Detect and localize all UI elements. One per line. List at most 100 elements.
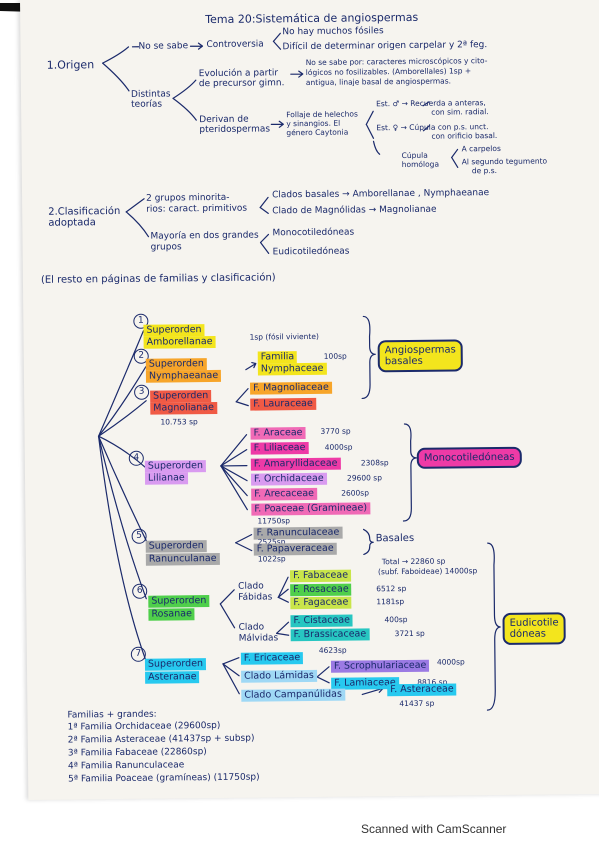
orchidaceae-species: 29600 sp	[346, 473, 382, 483]
grupos-minoritarios-1: 2 grupos minorita-	[146, 192, 230, 204]
basales-label: Basales	[375, 532, 415, 545]
superorden-asteranae-2: Asteranae	[145, 671, 200, 684]
brassicaceae-species: 3721 sp	[394, 628, 425, 639]
family-magnoliaceae: F. Magnoliaceae	[250, 381, 332, 395]
reason-fossils: No hay muchos fósiles	[282, 26, 384, 38]
number-5: 5	[131, 528, 147, 544]
controversia: Controversia	[206, 39, 264, 51]
follaje-3: género Caytonia	[286, 127, 349, 138]
evolucion-2: de precursor gimn.	[198, 78, 285, 90]
tegumento-2: de p.s.	[471, 166, 498, 176]
family-amaryllidaceae: F. Amaryllidaceae	[250, 457, 341, 471]
monocotiledoneas-text: Monocotiledóneas	[272, 227, 355, 239]
monocotiledoneas-box: Monocotiledóneas	[416, 446, 522, 469]
number-3: 3	[134, 384, 150, 400]
rosaceae-species: 6512 sp	[376, 583, 407, 594]
superorden-ranunculanae-2: Ranunculanae	[145, 552, 220, 566]
clado-lamidas: Clado Lámidas	[241, 669, 317, 683]
family-asteraceae: F. Asteraceae	[387, 683, 457, 697]
family-rosaceae: F. Rosaceae	[290, 583, 352, 597]
ericaceae-species: 4623sp	[318, 645, 347, 655]
clado-campanulidas: Clado Campanúlidas	[241, 688, 345, 702]
mayoria-1: Mayoría en dos grandes	[150, 230, 259, 242]
clado-fabidas-2: Fábidas	[238, 592, 273, 603]
nosabe-2: lógicos no fosilizables. (Amborellales) …	[305, 66, 472, 78]
liliaceae-species: 4000sp	[324, 442, 353, 452]
cupula-1: Cúpula	[401, 150, 428, 161]
cistaceae-species: 400sp	[384, 614, 408, 625]
familia-line-5: 5ª Familia Poaceae (gramíneas) (11750sp)	[68, 772, 260, 785]
familia-line-3: 3ª Familia Fabaceae (22860sp)	[67, 747, 207, 759]
asteraceae-species: 41437 sp	[399, 698, 435, 709]
amaryllidaceae-species: 2308sp	[360, 458, 389, 468]
clasificacion-label-2: adoptada	[48, 217, 96, 229]
est-male-2: con sim. radial.	[431, 107, 489, 117]
superorden-ranunculanae-1: Superorden	[145, 540, 207, 553]
follaje-1: Follaje de helechos	[286, 109, 358, 120]
notebook-page: Tema 20:Sistemática de angiospermas 1.Or…	[20, 0, 599, 800]
eudicotiledoneas-box: Eudicotile dóneas	[502, 612, 566, 645]
araceae-species: 3770 sp	[320, 426, 351, 436]
superorden-magnolianae-2: Magnolianae	[150, 401, 218, 415]
distintas-teorias-2: teorías	[131, 99, 163, 110]
carpelos: A carpelos	[461, 143, 501, 154]
angiospermas-basales-2: basales	[384, 355, 423, 368]
poaceae-species: 11750sp	[257, 516, 291, 526]
familias-heading: Familias + grandes:	[67, 709, 157, 721]
eudicotiledoneas-text: Eudicotiledóneas	[272, 246, 350, 258]
superorden-nymphaeanae-2: Nymphaeanae	[145, 369, 222, 383]
mayoria-2: grupos	[150, 242, 182, 253]
superorden-rosanae-2: Rosanae	[148, 608, 195, 621]
page-title: Tema 20:Sistemática de angiospermas	[205, 10, 419, 27]
nymph-familia-1: Familia	[257, 351, 298, 364]
angiospermas-basales-1: Angiospermas	[384, 344, 456, 357]
superorden-nymphaeanae-1: Superorden	[145, 358, 207, 371]
family-arecaceae: F. Arecaceae	[251, 487, 318, 501]
diagram-lines	[97, 32, 501, 711]
family-liliaceae: F. Liliaceae	[250, 442, 309, 455]
family-cistaceae: F. Cistaceae	[290, 614, 354, 628]
number-7: 7	[130, 646, 146, 662]
scanner-watermark: Scanned with CamScanner	[361, 822, 507, 836]
superorden-magnolianae-1: Superorden	[150, 390, 212, 403]
superorden-amborellanae-1: Superorden	[143, 324, 205, 337]
grupos-minoritarios-2: rios: caract. primitivos	[146, 203, 248, 215]
origin-label: 1.Origen	[46, 58, 95, 72]
cupula-2: homóloga	[401, 159, 440, 170]
nymph-species: 100sp	[323, 351, 347, 361]
derivan-2: pteridospermas	[199, 124, 271, 136]
superorden-amborellanae-2: Amborellanae	[143, 335, 216, 349]
eudicotiledoneas-box-2: dóneas	[509, 628, 547, 640]
eudicotiledoneas-box-1: Eudicotile	[509, 617, 559, 629]
superorden-lilianae-1: Superorden	[144, 460, 207, 473]
arecaceae-species: 2600sp	[341, 488, 369, 498]
family-fagaceae: F. Fagaceae	[290, 596, 352, 610]
clado-malvidas-1: Clado	[238, 622, 265, 633]
superorden-asteranae-1: Superorden	[144, 658, 207, 671]
fabaceae-subf: (subf. Faboideae) 14000sp	[377, 566, 478, 577]
angiospermas-basales-box: Angiospermas basales	[377, 339, 464, 373]
clado-magnolidas: Clado de Magnólidas → Magnolianae	[272, 204, 437, 217]
nosabe-3: antigua, linaje basal de angiospermas.	[305, 76, 452, 88]
clado-fabidas-1: Clado	[238, 581, 264, 592]
familia-line-4: 4ª Familia Ranunculaceae	[67, 760, 185, 772]
family-fabaceae: F. Fabaceae	[289, 569, 352, 583]
number-6: 6	[132, 583, 148, 599]
magnolianae-species: 10.753 sp	[160, 417, 198, 427]
family-brassicaceae: F. Brassicaceae	[290, 628, 370, 642]
nymph-familia-2: Nymphaceae	[257, 362, 327, 376]
superorden-rosanae-1: Superorden	[148, 595, 210, 608]
papaveraceae-species: 1022sp	[257, 554, 286, 564]
scrophulariaceae-species: 4000sp	[436, 657, 465, 667]
family-lauraceae: F. Lauraceae	[250, 397, 316, 411]
est-female-2: con orificio basal.	[431, 131, 498, 141]
number-4: 4	[128, 450, 144, 466]
family-poaceae: F. Poaceae (Gramineae)	[251, 502, 371, 516]
tegumento-1: Al segundo tegumento	[461, 156, 548, 167]
familia-line-2: 2ª Familia Asteraceae (41437sp + subsp)	[67, 733, 255, 746]
superorden-lilianae-2: Lilianae	[144, 472, 188, 485]
familia-line-1: 1ª Familia Orchidaceae (29600sp)	[67, 720, 221, 733]
no-se-sabe: No se sabe	[138, 41, 189, 52]
family-araceae: F. Araceae	[250, 427, 306, 440]
family-scrophulariaceae: F. Scrophulariaceae	[330, 659, 430, 673]
